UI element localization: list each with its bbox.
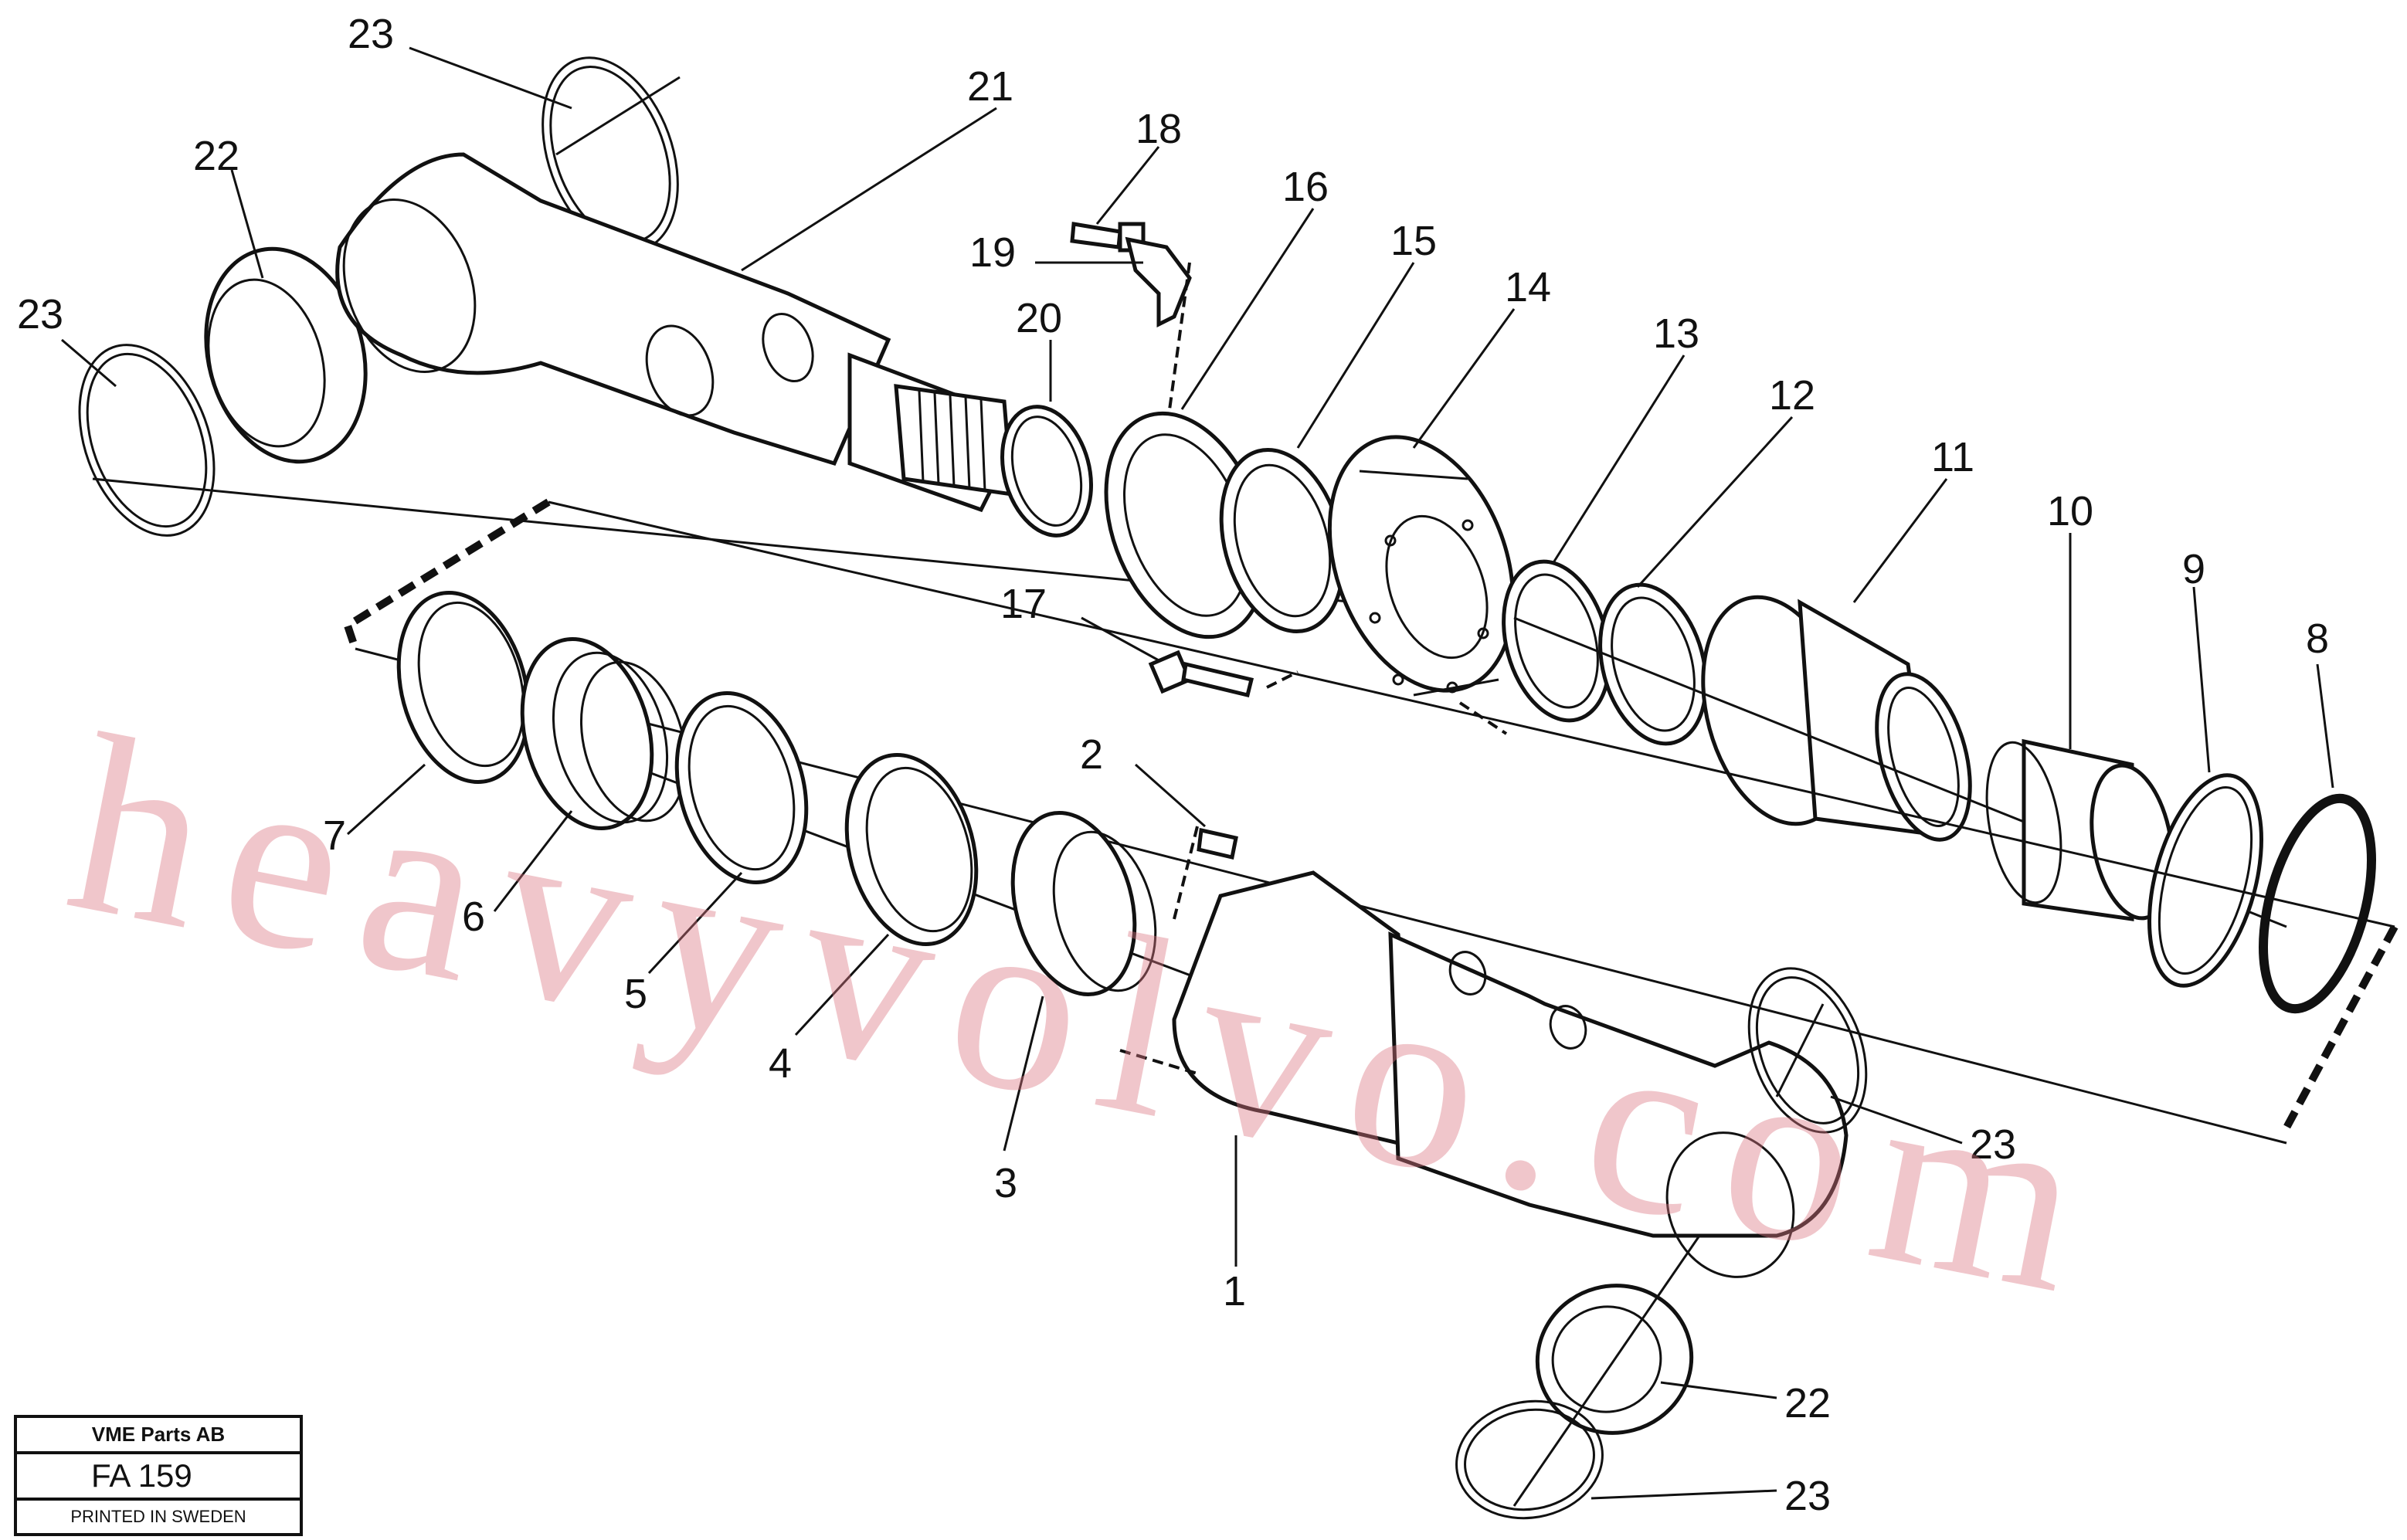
callout-23: 23: [1784, 1473, 1831, 1519]
callout-15: 15: [1390, 218, 1437, 264]
callout-23: 23: [1970, 1121, 2016, 1168]
piston-rod-assembly: [78, 56, 2376, 1014]
part-23-circlip-left: [78, 344, 216, 537]
callout-13: 13: [1653, 310, 1699, 357]
callout-8: 8: [2306, 616, 2329, 662]
part-4-guide-ring: [844, 752, 979, 947]
callout-numbers: 23 22 23 21 18 19 20 16 15 14 13 12 11 1…: [17, 11, 2329, 1519]
callout-16: 16: [1282, 164, 1329, 210]
part-21-piston-rod: [335, 152, 1014, 513]
callout-21: 21: [967, 63, 1013, 110]
callout-10: 10: [2047, 488, 2093, 534]
callout-20: 20: [1016, 295, 1062, 341]
part-9-wiper-ring: [2147, 773, 2263, 988]
part-20-o-ring: [1000, 405, 1094, 538]
callout-17: 17: [1000, 581, 1047, 627]
callout-2: 2: [1080, 731, 1103, 778]
part-12-seal: [1598, 582, 1708, 746]
callout-14: 14: [1505, 264, 1551, 310]
part-1-cylinder-tube: [1119, 870, 1849, 1278]
part-14-piston: [1327, 435, 1516, 697]
title-block-print-note: PRINTED IN SWEDEN: [70, 1507, 246, 1526]
callout-12: 12: [1769, 372, 1815, 419]
leader-lines: [61, 46, 2334, 1500]
part-17-screw: [1148, 650, 1254, 698]
part-5-seal: [674, 690, 809, 885]
part-2-grease-nipple: [1197, 827, 1238, 860]
part-3-seal: [1010, 810, 1157, 997]
callout-18: 18: [1136, 106, 1182, 152]
callout-4: 4: [769, 1040, 792, 1087]
callout-22: 22: [1784, 1380, 1831, 1426]
callout-3: 3: [994, 1160, 1017, 1206]
callout-11: 11: [1931, 434, 1974, 480]
callout-19: 19: [969, 229, 1016, 276]
callout-1: 1: [1223, 1268, 1246, 1314]
title-block-code: FA 159: [17, 1454, 300, 1501]
title-block: VME Parts AB FA 159 PRINTED IN SWEDEN: [14, 1415, 303, 1536]
callout-22: 22: [193, 133, 239, 179]
cylinder-tube-assembly: [396, 590, 1868, 1520]
part-7-guide-ring: [396, 590, 531, 785]
part-16-lock-washer: [1104, 411, 1268, 639]
part-23-circlip-right: [1747, 967, 1868, 1134]
callout-23: 23: [348, 11, 394, 57]
part-22-bushing-left: [204, 246, 368, 464]
part-23-circlip-bottom: [1455, 1399, 1604, 1520]
part-8-snap-ring: [2259, 793, 2376, 1014]
part-19-lock-plate: [1125, 236, 1192, 328]
callout-23: 23: [17, 291, 63, 338]
part-11-cylinder-head: [1701, 595, 1972, 842]
part-6-seal-kit: [520, 636, 687, 831]
part-15-seal: [1219, 447, 1346, 634]
callout-5: 5: [624, 971, 647, 1017]
callout-9: 9: [2182, 546, 2205, 592]
title-block-company: VME Parts AB: [17, 1418, 300, 1454]
callout-6: 6: [462, 894, 485, 940]
callout-7: 7: [323, 812, 346, 859]
